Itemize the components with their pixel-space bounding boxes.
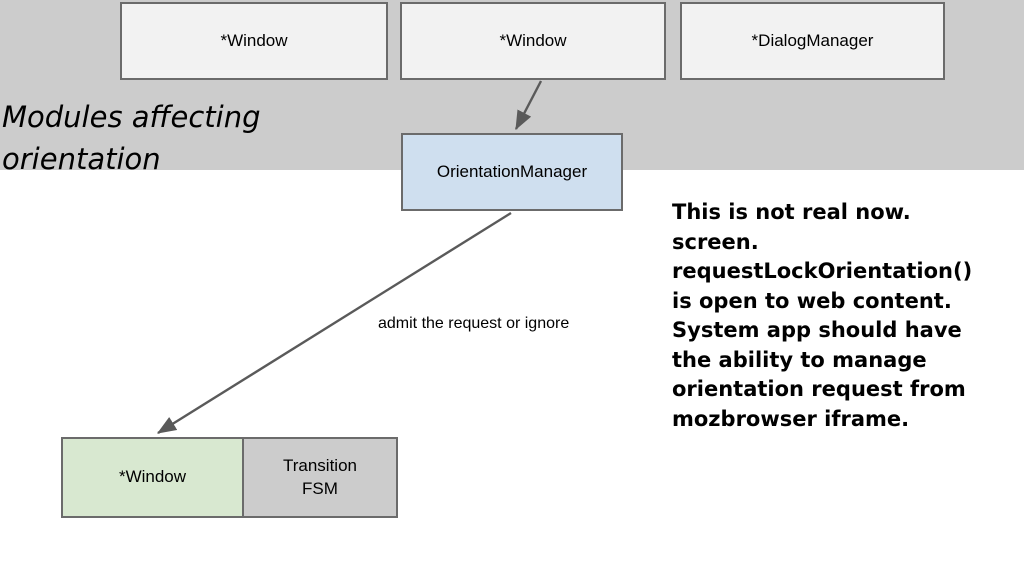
node-orientation-manager-label: OrientationManager bbox=[436, 162, 588, 182]
node-window-a-label: *Window bbox=[220, 31, 288, 51]
node-orientation-manager[interactable]: OrientationManager bbox=[401, 133, 623, 211]
node-window-transition-group[interactable]: *Window Transition FSM bbox=[61, 437, 398, 518]
node-composite-window-label: *Window bbox=[118, 467, 187, 487]
node-composite-window[interactable]: *Window bbox=[63, 439, 244, 516]
note-text: This is not real now. screen. requestLoc… bbox=[672, 200, 973, 431]
page-title: Modules affecting orientation bbox=[2, 100, 261, 176]
node-transition-fsm-label: Transition FSM bbox=[282, 456, 357, 498]
node-window-b-label: *Window bbox=[499, 31, 567, 51]
node-dialog-manager-label: *DialogManager bbox=[751, 31, 874, 51]
node-dialog-manager[interactable]: *DialogManager bbox=[680, 2, 945, 80]
node-transition-fsm[interactable]: Transition FSM bbox=[244, 439, 396, 516]
connector-label-admit-request: admit the request or ignore bbox=[378, 315, 570, 332]
node-window-b[interactable]: *Window bbox=[400, 2, 666, 80]
node-window-a[interactable]: *Window bbox=[120, 2, 388, 80]
